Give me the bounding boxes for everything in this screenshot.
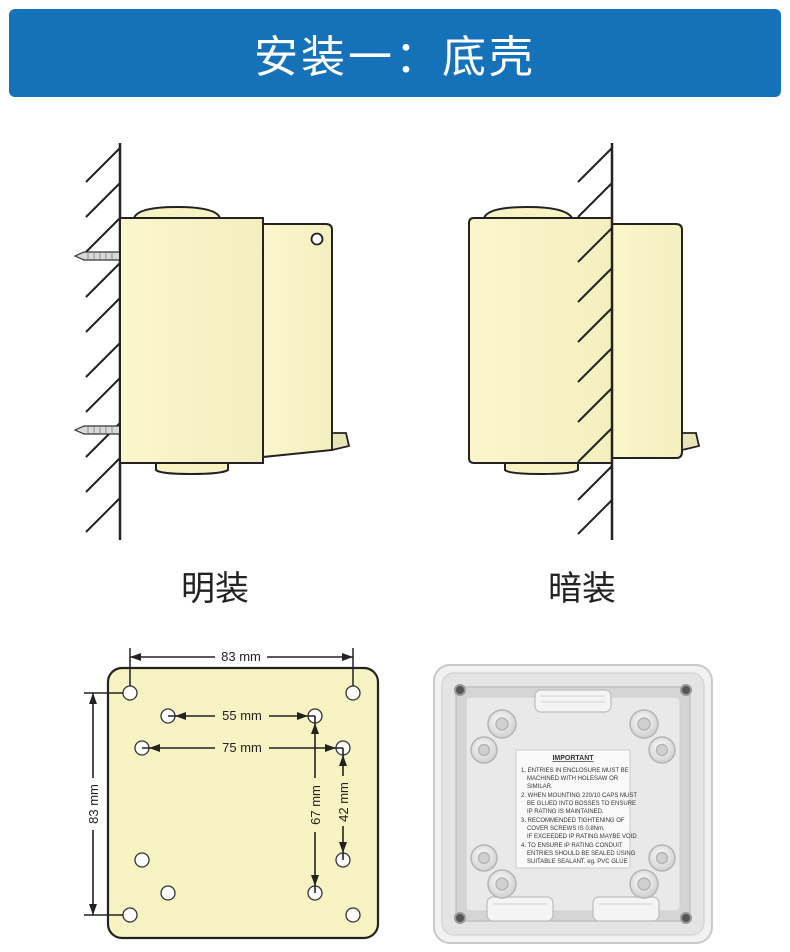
top-knockout [132,205,222,219]
lid-latch [331,432,351,452]
flush-mount-diagram [468,143,701,540]
surface-mount-caption: 明装 [181,569,249,609]
label-line: 4. TO ENSURE IP RATING CONDUIT [521,843,623,849]
enclosure-photo: IMPORTANT 1. ENTRIES IN ENCLOSURE MUST B… [433,664,713,944]
hole [345,907,361,923]
dim-height-label: 83 mm [86,784,101,824]
dim-width: 83 mm [129,648,354,686]
banner-title: 安装一：底壳 [254,32,536,83]
hole [160,885,176,901]
label-line: SIMILAR. [527,784,553,790]
hole [122,907,138,923]
dim-spacing-b-label: 75 mm [222,740,262,755]
lid-latch [681,432,701,452]
lid-screw [310,232,324,246]
label-line: IF EXCEEDED IP RATING MAYBE VOID [527,834,637,840]
surface-mount-diagram [73,143,351,540]
enclosure-base [468,217,613,464]
flush-mount-caption: 暗装 [548,569,616,609]
bottom-knockout [504,462,579,476]
mounting-screw-bottom [73,425,121,435]
dim-vertical-a-label: 67 mm [308,785,323,825]
hole [134,852,150,868]
label-title: IMPORTANT [552,755,594,762]
label-line: ENTRIES SHOULD BE SEALED USING [527,851,636,857]
wall-hatching [85,147,121,533]
label-line: IP RATING IS MAINTAINED. [527,809,604,815]
dim-spacing-a-label: 55 mm [222,708,262,723]
dim-spacing-75: 75 mm [142,740,343,755]
hole [122,685,138,701]
dim-vertical-b-label: 42 mm [336,782,351,822]
enclosure-lid [611,223,683,459]
cable-entries [486,689,660,922]
enclosure-base [119,217,264,464]
dim-width-label: 83 mm [221,649,261,664]
top-knockout [482,205,574,219]
dim-vertical-67: 67 mm [307,716,323,893]
label-line: MACHINED WITH HOLESAW OR [527,776,619,782]
dim-vertical-42: 42 mm [335,748,351,860]
dimension-drawing: 83 mm 83 mm 55 mm 75 mm [84,648,380,940]
label-line: COVER SCREWS IS 0.8Nm. [527,826,605,832]
hole [345,685,361,701]
dim-height: 83 mm [84,692,123,916]
dim-spacing-55: 55 mm [168,708,315,723]
label-line: SUITABLE SEALANT. eg. PVC GLUE [527,859,628,865]
corner-screw-holes [454,684,692,924]
wall-hatching [577,147,613,535]
bottom-knockout [155,462,229,476]
label-line: 1. ENTRIES IN ENCLOSURE MUST BE [521,768,629,774]
label-line: 2. WHEN MOUNTING 220/10 CAPS MUST [521,793,637,799]
label-line: BE GLUED INTO BOSSES TO ENSURE [527,801,636,807]
mounting-bosses [470,709,676,899]
important-label [515,749,631,869]
label-line: 3. RECOMMENDED TIGHTENING OF [521,818,625,824]
enclosure-lid [262,223,333,459]
title-banner: 安装一：底壳 [9,9,781,97]
mounting-screw-top [73,251,121,261]
base-plate [106,666,380,940]
